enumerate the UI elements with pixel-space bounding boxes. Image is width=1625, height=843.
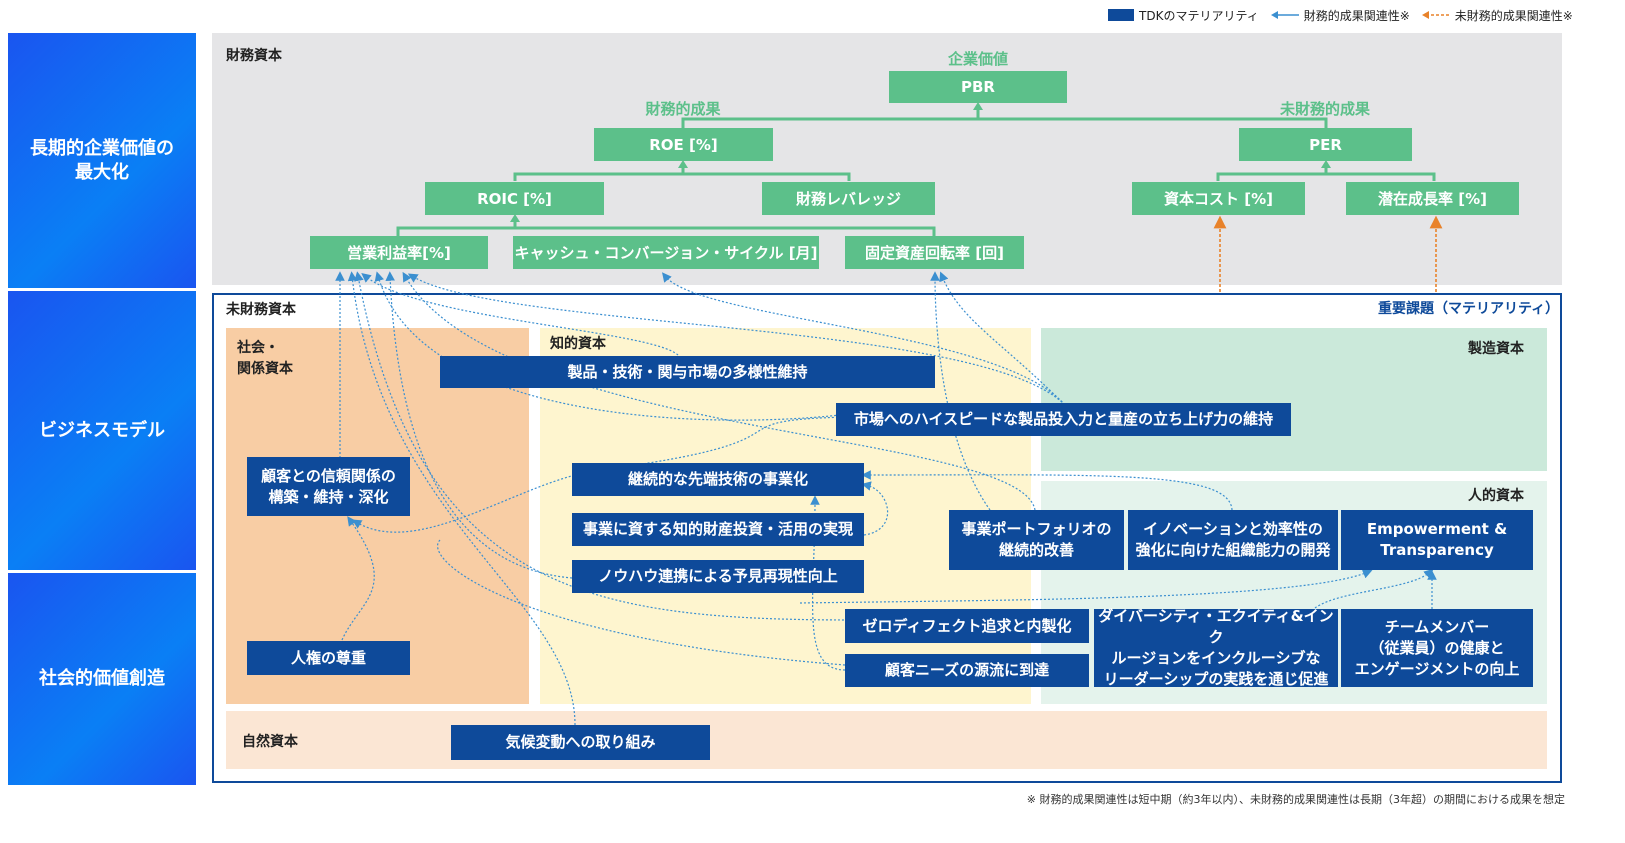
nonfinancial-arrow-icon [1421, 11, 1450, 19]
operating-margin-box: 営業利益率[%] [310, 236, 488, 269]
materiality-advanced-tech: 継続的な先端技術の事業化 [572, 463, 864, 496]
nonfinancial-result-label: 未財務的成果 [1279, 100, 1370, 118]
ccc-box: キャッシュ・コンバージョン・サイクル [月] [513, 236, 819, 269]
financial-result-label: 財務的成果 [645, 100, 721, 118]
materiality-wellbeing: チームメンバー （従業員）の健康と エンゲージメントの向上 [1341, 609, 1533, 687]
financial-arrow-icon [1270, 11, 1299, 19]
corporate-value-label: 企業価値 [947, 50, 1008, 68]
roic-box: ROIC [%] [425, 182, 604, 215]
roe-box: ROE [%] [594, 128, 773, 161]
materiality-label: 重要課題（マテリアリティ） [1378, 301, 1560, 317]
materiality-dei: ダイバーシティ・エクイティ&インク ルージョンをインクルーシブな リーダーシップ… [1094, 607, 1338, 688]
legend-materiality: TDKのマテリアリティ [1139, 8, 1259, 23]
side-business-model: ビジネスモデル [8, 291, 196, 570]
materiality-customer-trust: 顧客との信頼関係の 構築・維持・深化 [247, 457, 410, 516]
materiality-swatch-icon [1108, 9, 1134, 21]
financial-capital-label: 財務資本 [226, 48, 282, 64]
side-social-value: 社会的価値創造 [8, 573, 196, 785]
pbr-box: PBR [889, 71, 1067, 103]
footnote: ※ 財務的成果関連性は短中期（約3年以内）、未財務的成果関連性は長期（3年超）の… [1026, 793, 1565, 806]
materiality-customer-needs: 顧客ニーズの源流に到達 [845, 654, 1089, 687]
materiality-innovation: イノベーションと効率性の 強化に向けた組織能力の開発 [1128, 510, 1338, 570]
leverage-box: 財務レバレッジ [762, 182, 935, 215]
natural-capital-label: 自然資本 [242, 734, 298, 750]
natural-capital-zone [226, 711, 1547, 769]
tree-connectors [396, 106, 1436, 236]
cost-of-capital-box: 資本コスト [%] [1132, 182, 1305, 215]
legend-financial: 財務的成果関連性※ [1303, 8, 1410, 23]
financial-arrows [335, 271, 1437, 726]
per-box: PER [1239, 128, 1412, 161]
materiality-empowerment: Empowerment & Transparency [1341, 510, 1533, 570]
nonfinancial-arrows [1213, 215, 1443, 292]
materiality-portfolio: 事業ポートフォリオの 継続的改善 [949, 510, 1124, 570]
intellectual-capital-label: 知的資本 [550, 336, 606, 352]
manufactured-capital-label: 製造資本 [1468, 341, 1524, 357]
materiality-human-rights: 人権の尊重 [247, 641, 410, 675]
fixed-asset-turnover-box: 固定資産回転率 [回] [845, 236, 1024, 269]
materiality-diversity-market: 製品・技術・関与市場の多様性維持 [440, 356, 935, 388]
social-capital-label: 社会・ 関係資本 [237, 340, 293, 377]
manufactured-capital-zone [1041, 328, 1547, 471]
materiality-climate: 気候変動への取り組み [451, 725, 710, 760]
materiality-zero-defect: ゼロディフェクト追求と内製化 [845, 609, 1089, 643]
legend-nonfinancial: 未財務的成果関連性※ [1454, 8, 1573, 23]
side-long-term-value: 長期的企業価値の 最大化 [8, 33, 196, 288]
nonfinancial-capital-label: 未財務資本 [226, 302, 296, 318]
potential-growth-box: 潜在成長率 [%] [1346, 182, 1519, 215]
legend: TDKのマテリアリティ 財務的成果関連性※ 未財務的成果関連性※ [1108, 6, 1573, 24]
materiality-highspeed: 市場へのハイスピードな製品投入力と量産の立ち上げ力の維持 [836, 403, 1291, 436]
human-capital-label: 人的資本 [1468, 488, 1524, 504]
materiality-ip: 事業に資する知的財産投資・活用の実現 [572, 513, 864, 546]
materiality-knowhow: ノウハウ連携による予見再現性向上 [572, 560, 864, 593]
